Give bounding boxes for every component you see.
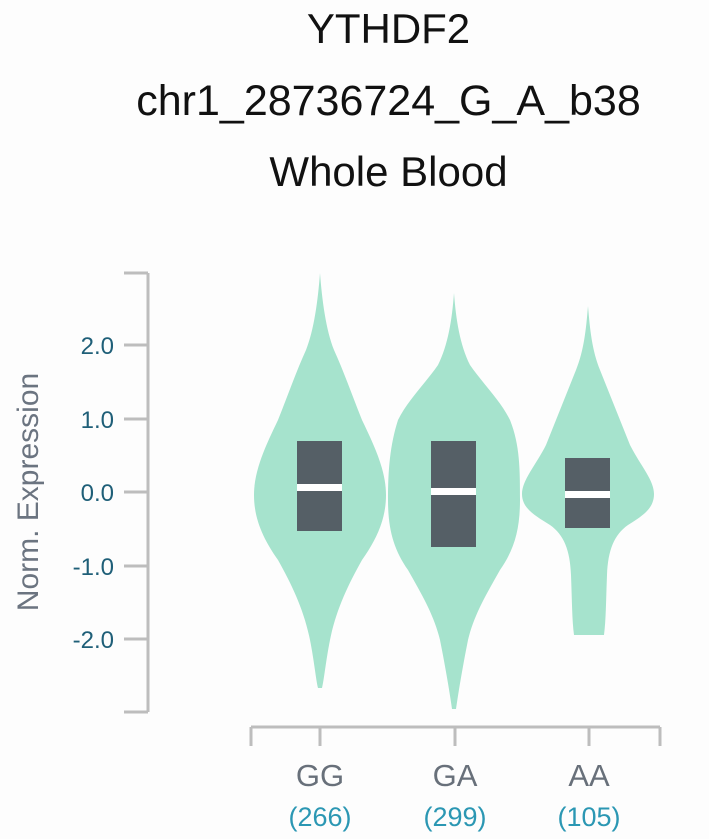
- x-category-label: AA: [568, 758, 610, 793]
- y-axis-label: Norm. Expression: [12, 373, 45, 611]
- y-tick-label: 0.0: [81, 480, 114, 507]
- violin-gg[interactable]: [254, 273, 386, 688]
- x-sample-count: (299): [423, 802, 486, 832]
- y-tick-labels: 2.0 1.0 0.0 -1.0 -2.0: [73, 333, 114, 654]
- y-tick-label: -1.0: [73, 554, 114, 581]
- y-axis: [124, 271, 150, 714]
- y-tick-label: 2.0: [81, 333, 114, 360]
- x-axis: [249, 725, 662, 746]
- x-sample-count: (266): [288, 802, 351, 832]
- chart-title-variant: chr1_28736724_G_A_b38: [136, 77, 641, 125]
- x-sample-count: (105): [557, 802, 620, 832]
- median-ga: [431, 488, 476, 495]
- violin-aa[interactable]: [522, 306, 654, 635]
- violin-ga[interactable]: [388, 293, 520, 709]
- y-tick-label: 1.0: [81, 407, 114, 434]
- chart-title-tissue: Whole Blood: [269, 148, 508, 195]
- median-aa: [565, 491, 610, 498]
- chart-title-gene: YTHDF2: [306, 5, 471, 52]
- median-gg: [297, 484, 342, 491]
- x-category-label: GA: [433, 758, 478, 793]
- x-category-label: GG: [296, 758, 344, 793]
- x-category-labels: GG GA AA (266) (299) (105): [288, 758, 620, 832]
- y-tick-label: -2.0: [73, 627, 114, 654]
